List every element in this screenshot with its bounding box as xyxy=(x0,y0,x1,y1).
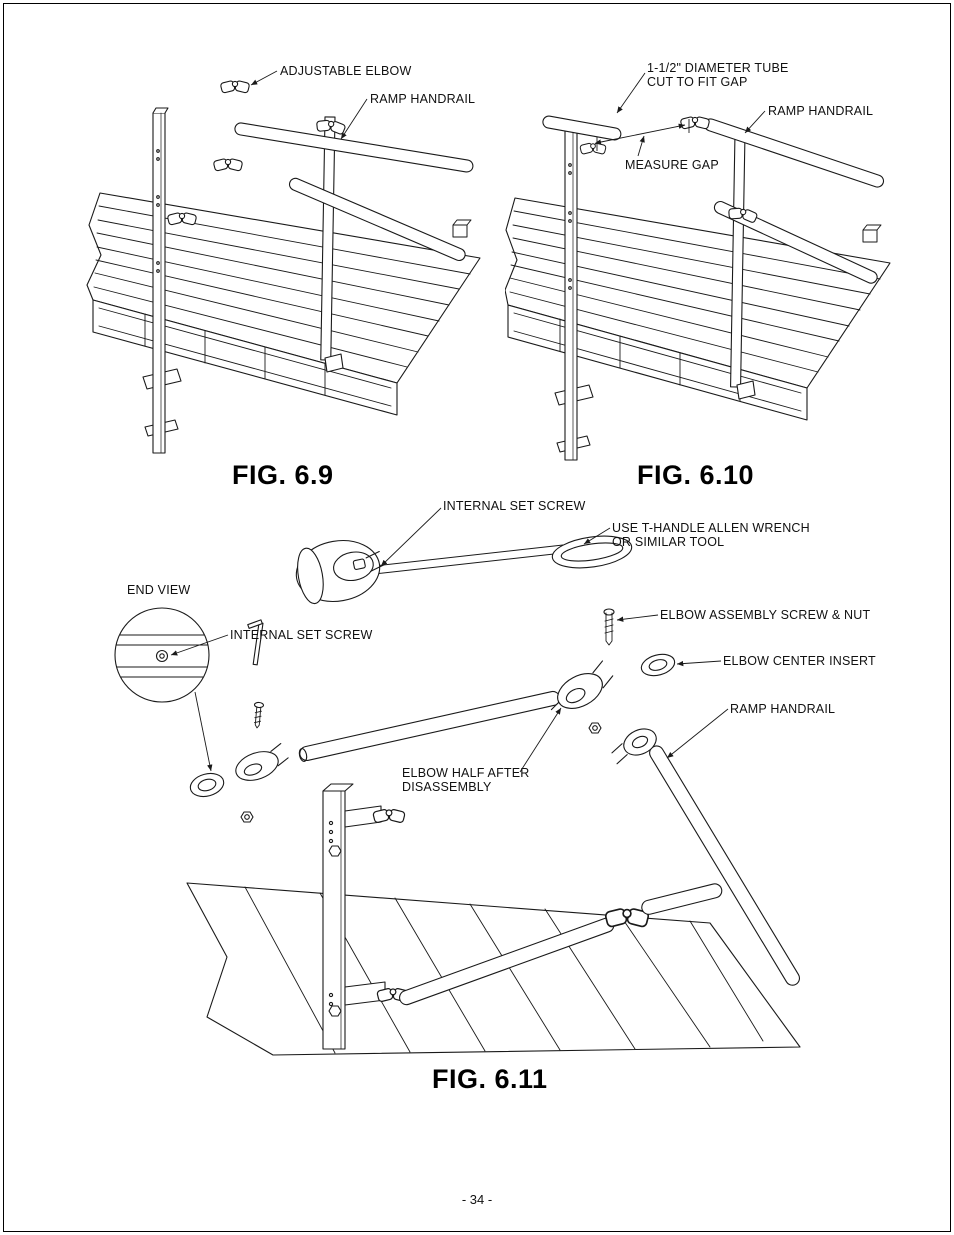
label-internal-set-screw-top: INTERNAL SET SCREW xyxy=(443,499,586,513)
fig-6-9-leader-lines xyxy=(250,70,368,140)
label-adjustable-elbow: ADJUSTABLE ELBOW xyxy=(280,64,412,78)
label-elbow-half-line2: DISASSEMBLY xyxy=(402,780,492,794)
page-number: - 34 - xyxy=(461,1192,493,1207)
label-measure-gap: MEASURE GAP xyxy=(625,158,719,172)
label-end-view: END VIEW xyxy=(127,583,191,597)
fig-6-11-leader-lines xyxy=(170,507,729,773)
label-t-handle-wrench-line2: OR SIMILAR TOOL xyxy=(612,535,725,549)
label-elbow-center-insert: ELBOW CENTER INSERT xyxy=(723,654,876,668)
fig-6-9-drawing xyxy=(86,70,481,454)
fig-6-11-drawing xyxy=(114,507,801,1056)
label-diameter-tube-line1: 1-1/2" DIAMETER TUBE xyxy=(647,61,789,75)
label-diameter-tube-line2: CUT TO FIT GAP xyxy=(647,75,748,89)
fig-6-10-leader-lines xyxy=(594,72,766,157)
label-t-handle-wrench-line1: USE T-HANDLE ALLEN WRENCH xyxy=(612,521,810,535)
label-internal-set-screw-side: INTERNAL SET SCREW xyxy=(230,628,373,642)
fig-6-10-drawing xyxy=(505,72,891,461)
fig-6-11-caption: FIG. 6.11 xyxy=(432,1064,548,1094)
label-elbow-assembly-screw-nut: ELBOW ASSEMBLY SCREW & NUT xyxy=(660,608,871,622)
label-ramp-handrail-fig611: RAMP HANDRAIL xyxy=(730,702,836,716)
label-elbow-half-line1: ELBOW HALF AFTER xyxy=(402,766,530,780)
fig-6-9-caption: FIG. 6.9 xyxy=(232,460,334,490)
fig-6-10-caption: FIG. 6.10 xyxy=(637,460,755,490)
label-ramp-handrail-fig69: RAMP HANDRAIL xyxy=(370,92,476,106)
label-ramp-handrail-fig610: RAMP HANDRAIL xyxy=(768,104,874,118)
